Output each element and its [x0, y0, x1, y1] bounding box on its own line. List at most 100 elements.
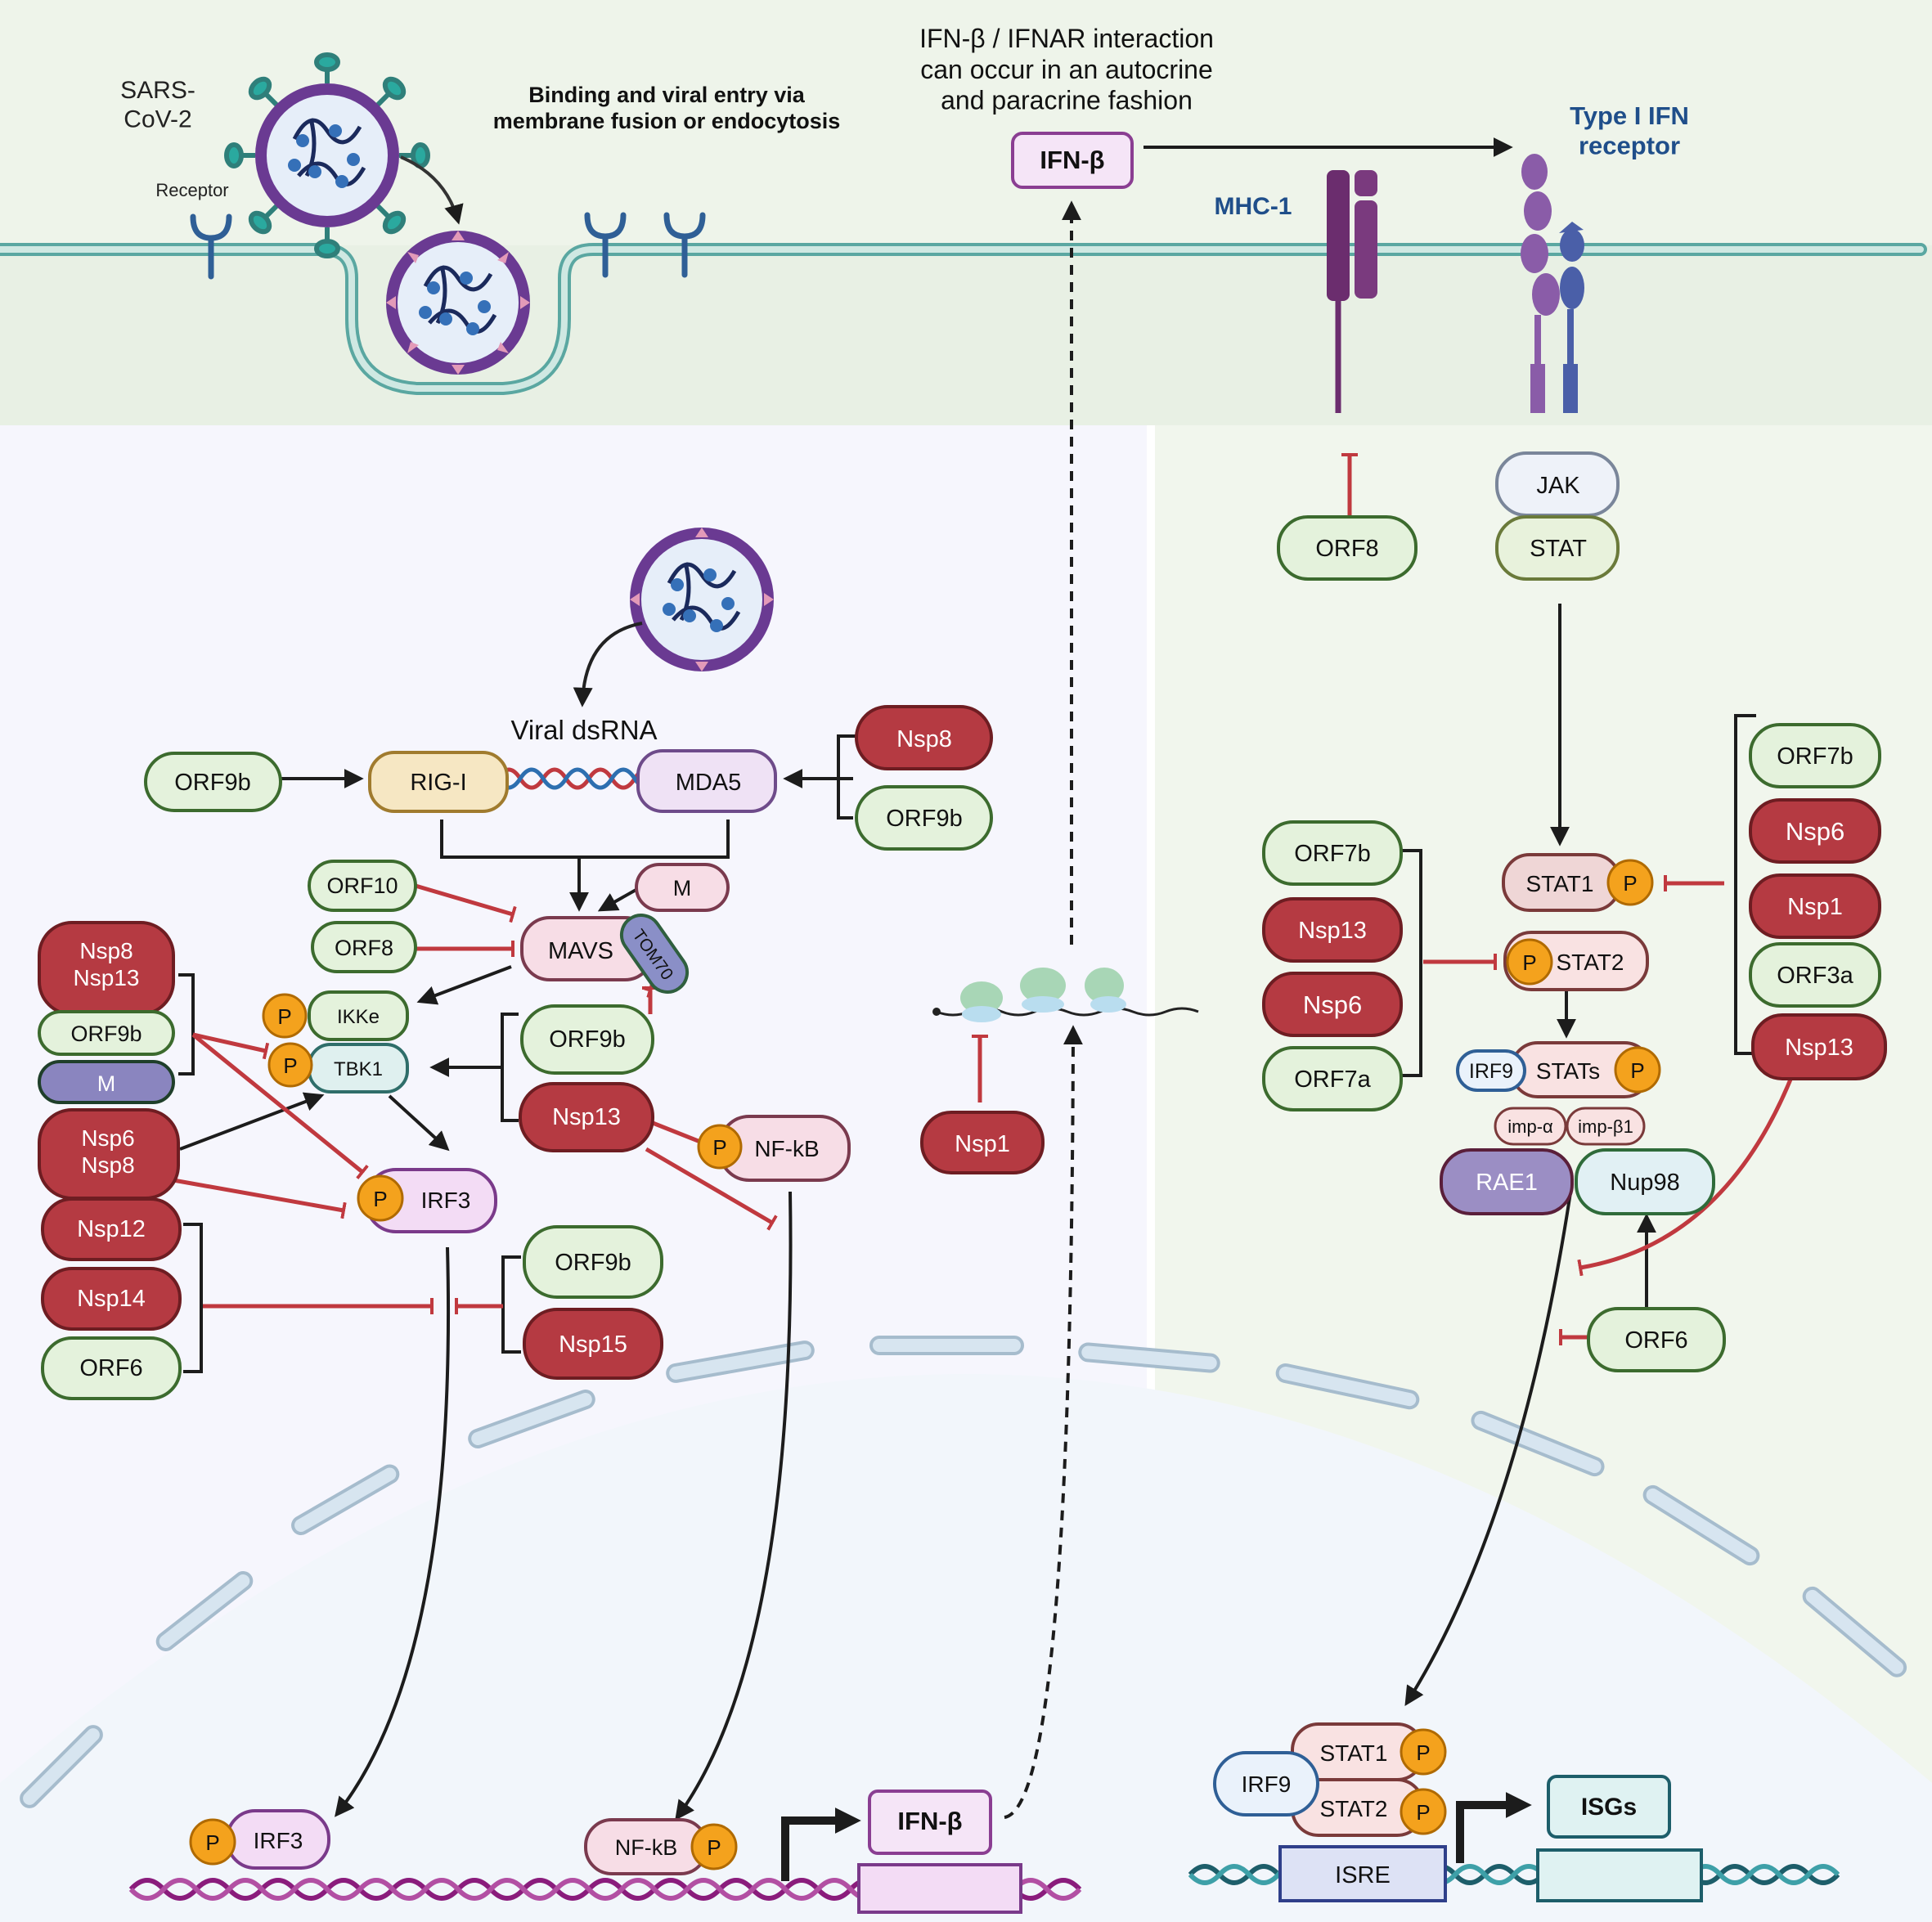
svg-text:IRF3: IRF3 [254, 1828, 303, 1853]
svg-text:ORF9b: ORF9b [549, 1026, 625, 1053]
svg-text:P: P [277, 1004, 291, 1029]
receptor-icon [663, 212, 706, 278]
svg-text:JAK: JAK [1536, 473, 1580, 499]
svg-text:STAT2: STAT2 [1557, 950, 1624, 975]
receptor-icon [190, 213, 232, 280]
svg-text:MAVS: MAVS [548, 938, 613, 964]
rae1-node: RAE1 [1440, 1148, 1574, 1215]
nf-kb-node: NF-kB [718, 1115, 851, 1182]
transcription-arrows [781, 1791, 1532, 1881]
nsp8-node: Nsp8 [855, 705, 993, 770]
orf9b-node: ORF9b [38, 1010, 175, 1056]
isgs-node: ISGs [1547, 1775, 1671, 1839]
svg-text:ORF6: ORF6 [79, 1355, 142, 1381]
plasma-membrane [0, 243, 1927, 395]
orf10-node: ORF10 [308, 860, 417, 912]
phospho-badge: P [1400, 1788, 1447, 1835]
stat2-nuclear-node: STAT2 [1291, 1778, 1425, 1837]
phospho-badge: P [690, 1823, 738, 1870]
svg-text:IFN-β: IFN-β [897, 1807, 962, 1835]
svg-text:ORF9b: ORF9b [555, 1250, 631, 1276]
svg-text:P: P [712, 1135, 726, 1160]
svg-text:P: P [707, 1835, 721, 1860]
svg-text:ORF9b: ORF9b [886, 806, 962, 832]
nuclear-envelope [20, 1336, 1907, 1808]
svg-text:P: P [1416, 1740, 1430, 1765]
svg-text:Nsp12: Nsp12 [77, 1216, 146, 1242]
tbk1-node: TBK1 [308, 1043, 409, 1093]
orf9b-node: ORF9b [144, 752, 282, 812]
m-protein-node: M [635, 863, 730, 912]
irf9-nuclear-node: IRF9 [1213, 1751, 1319, 1816]
svg-text:M: M [673, 876, 692, 900]
nsp13-node: Nsp13 [519, 1082, 654, 1152]
svg-text:STAT: STAT [1530, 536, 1587, 562]
svg-text:ORF8: ORF8 [335, 936, 393, 960]
svg-text:Nsp13: Nsp13 [1298, 918, 1367, 944]
receptor-label: Receptor [155, 180, 228, 200]
phospho-badge: P [697, 1124, 743, 1170]
svg-text:ORF9b: ORF9b [70, 1022, 142, 1046]
svg-text:ORF7b: ORF7b [1777, 743, 1853, 770]
nf-kb-nuclear-node: NF-kB [584, 1818, 708, 1875]
nsp6-node: Nsp6 [1749, 798, 1881, 864]
svg-text:ORF10: ORF10 [326, 873, 398, 898]
svg-text:P: P [1623, 871, 1637, 896]
svg-text:Nsp13: Nsp13 [1785, 1035, 1853, 1061]
svg-text:IKKe: IKKe [337, 1006, 380, 1028]
orf6-node: ORF6 [41, 1336, 182, 1400]
svg-text:ISGs: ISGs [1581, 1794, 1637, 1821]
nsp1-node: Nsp1 [1749, 873, 1881, 939]
svg-text:imp-α: imp-α [1507, 1116, 1553, 1137]
nsp12-node: Nsp12 [41, 1197, 182, 1261]
svg-text:P: P [1522, 950, 1536, 975]
m-protein-node: M [38, 1060, 175, 1104]
stat1-node: STAT1 [1502, 853, 1621, 912]
panel-divider [1147, 425, 1155, 1922]
svg-text:RAE1: RAE1 [1476, 1170, 1538, 1196]
svg-text:Nsp15: Nsp15 [559, 1331, 627, 1358]
endocytosis-arrow [400, 155, 464, 225]
virion-to-dsrna-arrow [573, 622, 643, 707]
svg-text:Nsp6: Nsp6 [1786, 817, 1844, 846]
mda5-node: MDA5 [636, 749, 777, 813]
orf7b-node: ORF7b [1262, 820, 1403, 886]
inhibition-lines [173, 453, 1796, 1345]
phospho-badge: P [189, 1818, 236, 1866]
svg-text:P: P [373, 1187, 387, 1211]
svg-text:ORF7a: ORF7a [1294, 1067, 1371, 1093]
svg-text:Nup98: Nup98 [1610, 1170, 1679, 1196]
phospho-badge: P [1506, 938, 1553, 986]
irf9-node: IRF9 [1456, 1049, 1526, 1092]
viral-dsrna-label: Viral dsRNA [510, 715, 657, 745]
svg-text:IFN-β: IFN-β [1040, 146, 1104, 174]
nucleus-area [0, 1374, 1932, 1922]
svg-text:Nsp8: Nsp8 [896, 726, 952, 752]
svg-text:P: P [205, 1830, 219, 1855]
orf8-node: ORF8 [311, 921, 417, 973]
ifn-beta-promoter [857, 1863, 1022, 1914]
svg-text:ORF7b: ORF7b [1294, 841, 1370, 867]
svg-text:STAT2: STAT2 [1320, 1796, 1388, 1821]
orf8-node: ORF8 [1277, 515, 1418, 581]
svg-text:Nsp6: Nsp6 [1303, 990, 1362, 1019]
mhc1-label: MHC-1 [1215, 193, 1292, 220]
rig-i-node: RIG-I [368, 751, 509, 813]
mhc1-icon [1327, 170, 1377, 413]
svg-text:Nsp13: Nsp13 [552, 1104, 621, 1130]
membrane-zone [0, 245, 1932, 425]
receptor-icon [584, 212, 627, 278]
nsp15-node: Nsp15 [523, 1308, 663, 1380]
svg-text:NF-kB: NF-kB [754, 1136, 819, 1161]
orf9b-node: ORF9b [520, 1004, 654, 1075]
svg-text:Nsp14: Nsp14 [77, 1286, 146, 1312]
jak-node: JAK [1495, 451, 1620, 517]
stat-node: STAT [1495, 515, 1620, 581]
